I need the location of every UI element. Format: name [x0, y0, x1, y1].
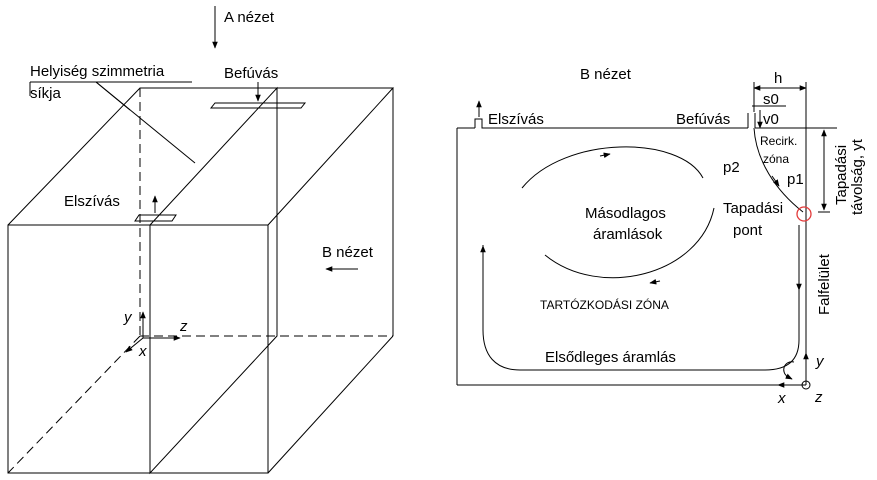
- axis-x-left: [125, 337, 144, 353]
- view-b-title: B nézet: [580, 66, 632, 83]
- secondary-flows-label-1: Másodlagos: [585, 205, 666, 222]
- secondary-flow-top: [521, 146, 704, 189]
- exhaust-label-right: Elszívás: [488, 111, 544, 128]
- p1-label: p1: [787, 171, 804, 188]
- corner-vortex-arrow: [785, 373, 793, 380]
- room-bottom-right-edge: [267, 335, 394, 474]
- symmetry-label-line2: síkja: [30, 85, 62, 102]
- primary-flow-label: Elsődleges áramlás: [545, 349, 676, 366]
- attachment-point-marker: [796, 206, 812, 222]
- room-top-face: [7, 87, 395, 226]
- jet-arrow: [771, 175, 780, 187]
- inlet-label-left: Befúvás: [224, 65, 278, 82]
- dimension-v0-label: v0: [763, 111, 779, 128]
- p2-label: p2: [723, 159, 740, 176]
- axis-y-label-left: y: [123, 309, 133, 326]
- secondary-flow-bottom: [544, 207, 715, 279]
- secondary-flow-arrow-top: [599, 152, 611, 158]
- dimension-s0-label: s0: [763, 91, 779, 108]
- dimension-h-label: h: [774, 70, 782, 87]
- exhaust-label-left: Elszívás: [64, 193, 120, 210]
- jet-curve: [753, 127, 804, 213]
- recirc-zone-label-1: Recirk.: [760, 134, 797, 148]
- axis-z-label-left: z: [179, 318, 188, 335]
- ceiling-left: [474, 118, 748, 129]
- axis-x-label-right: x: [777, 390, 786, 407]
- wall-surface-label: Falfelület: [816, 253, 833, 315]
- inlet-slot: [209, 102, 307, 109]
- symmetry-plane: [149, 86, 278, 475]
- axis-x-label-left: x: [138, 343, 147, 360]
- axis-y-label-right: y: [815, 353, 825, 370]
- axis-z-label-right: z: [814, 389, 823, 406]
- view-a-label: A nézet: [224, 9, 275, 26]
- primary-flow: [482, 225, 800, 371]
- recirc-zone-label-2: zóna: [763, 152, 789, 166]
- view-b-label-left: B nézet: [322, 244, 374, 261]
- attachment-point-label-1: Tapadási: [723, 200, 783, 217]
- occupied-zone-label: TARTÓZKODÁSI ZÓNA: [540, 297, 669, 312]
- exhaust-slot: [134, 214, 177, 222]
- room-3d: [7, 6, 395, 475]
- secondary-flow-arrow-bottom: [649, 279, 661, 285]
- attachment-point-label-2: pont: [733, 222, 763, 239]
- attach-distance-label-2: távolság, yt: [849, 138, 866, 215]
- inlet-label-right: Befúvás: [676, 111, 730, 128]
- room-front-face: [7, 224, 269, 474]
- room-hidden-diagonal: [7, 335, 141, 474]
- symmetry-leader-2: [95, 81, 131, 111]
- secondary-flows-label-2: áramlások: [593, 226, 663, 243]
- attach-distance-label-1: Tapadási: [833, 145, 850, 205]
- section-view: [456, 82, 837, 390]
- symmetry-label-line1: Helyiség szimmetria: [30, 63, 165, 80]
